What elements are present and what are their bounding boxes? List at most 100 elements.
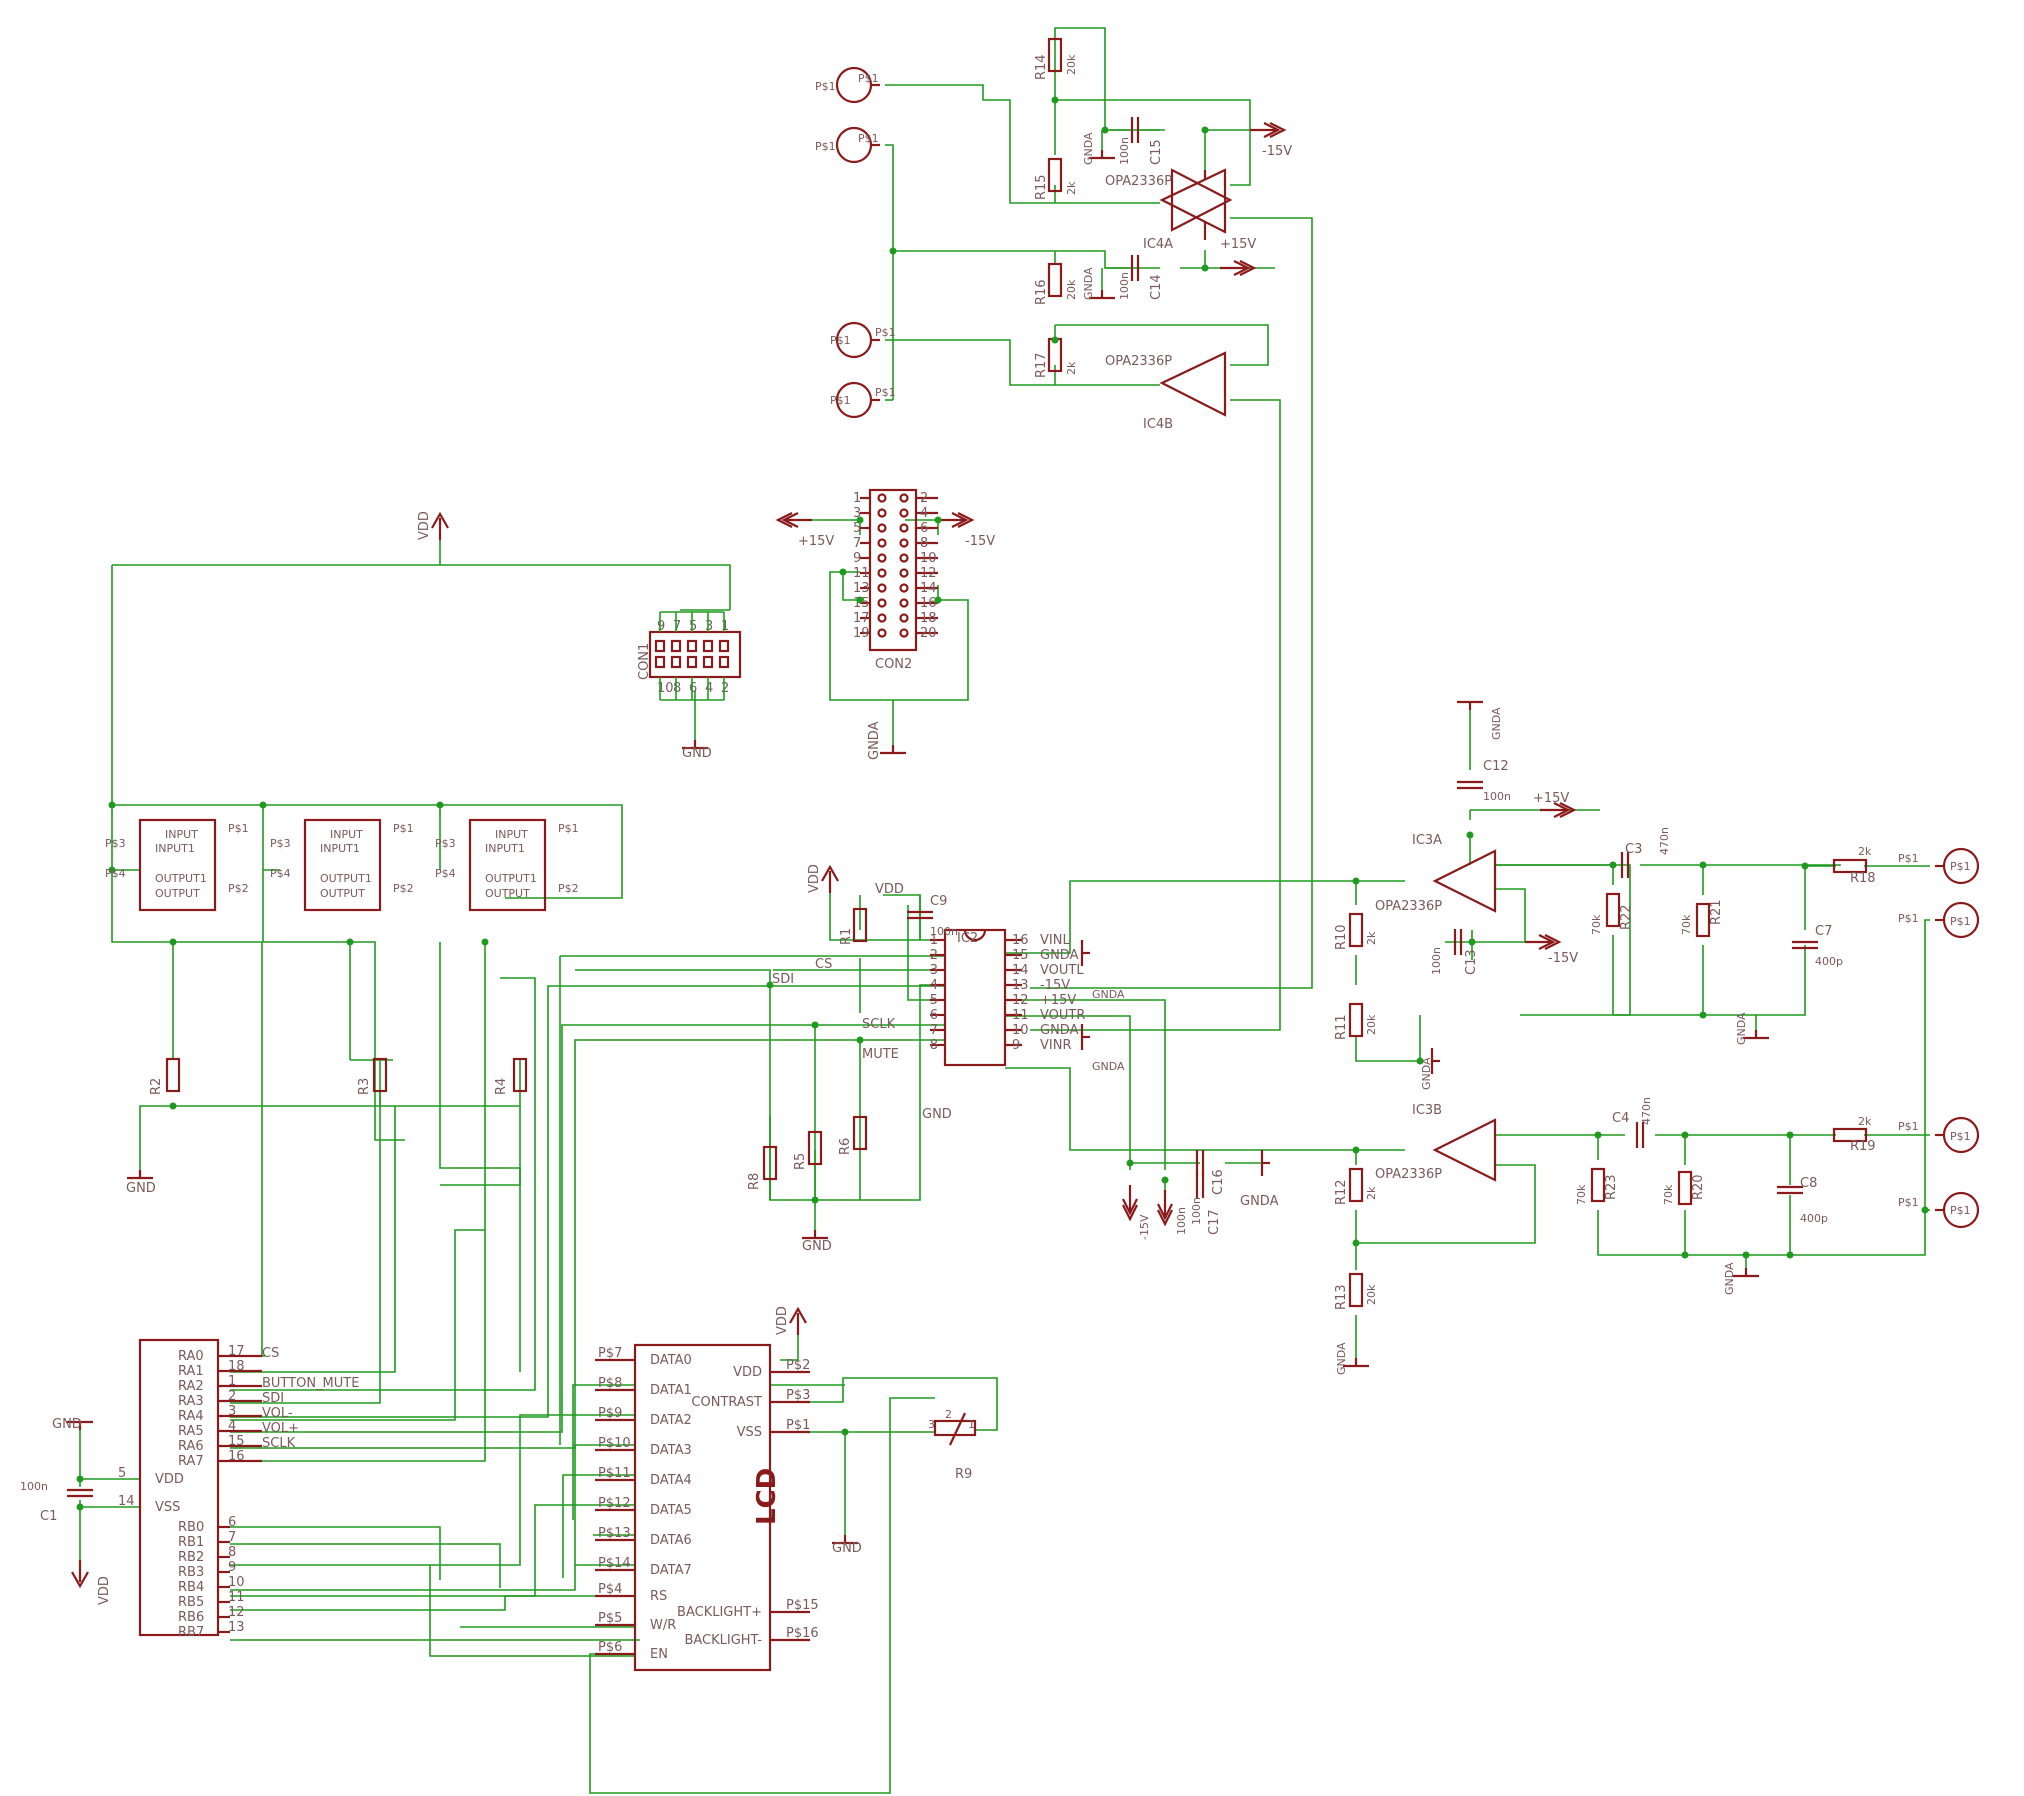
enc2-input: INPUT xyxy=(330,828,363,841)
con2-pin-2: 2 xyxy=(920,491,928,506)
con2-pin-20: 20 xyxy=(920,626,937,641)
mcu-pinnum-5: 5 xyxy=(118,1466,126,1481)
ic2-pinnum-12: 12 xyxy=(1012,993,1029,1008)
label-gnd-lcd: GND xyxy=(832,1541,862,1556)
value-c14: 100n xyxy=(1118,272,1131,300)
label-gnd-ic2: GND xyxy=(922,1107,952,1122)
label-c12: C12 xyxy=(1483,759,1509,774)
lcd-pin-data1: DATA1 xyxy=(650,1383,692,1398)
ic2-pin-gnda: GNDA xyxy=(1040,948,1079,963)
lcd-pad-p2: P$2 xyxy=(786,1358,810,1373)
vdd-symbol-con1 xyxy=(430,512,450,542)
resistor-r12 xyxy=(1348,1167,1364,1203)
ic2-pin-2: 2 xyxy=(930,948,938,963)
mcu-pin-ra5: RA5 xyxy=(178,1424,204,1439)
con2-pin-8: 8 xyxy=(920,536,928,551)
label-c15: C15 xyxy=(1149,139,1164,165)
value-r19: 2k xyxy=(1858,1115,1872,1128)
label-vdd-mcu: VDD xyxy=(97,1576,112,1605)
r9-pin-1: 1 xyxy=(968,1418,975,1431)
value-r20: 70k xyxy=(1662,1184,1675,1205)
label-c3: C3 xyxy=(1625,842,1642,857)
enc1-ps3: P$3 xyxy=(105,837,126,850)
label-gnda-2: GNDA xyxy=(1082,267,1095,300)
label-p15-ic3: +15V xyxy=(1533,791,1569,806)
mcu-pinnum-13: 13 xyxy=(228,1620,245,1635)
label-opa-3: OPA2336P xyxy=(1375,899,1442,914)
label-r14: R14 xyxy=(1034,54,1049,80)
label-r20: R20 xyxy=(1691,1174,1706,1200)
con1-pin-7: 7 xyxy=(673,619,681,634)
label-r4: R4 xyxy=(494,1078,509,1095)
con2-body xyxy=(868,488,918,652)
ic2-pin-15v: -15V xyxy=(1040,978,1070,993)
value-c16: 100n xyxy=(1190,1197,1203,1225)
label-p15-top: +15V xyxy=(1220,237,1256,252)
label-gnda-r13: GNDA xyxy=(1335,1342,1348,1375)
enc1-ps2: P$2 xyxy=(228,882,249,895)
lcd-pin-data4: DATA4 xyxy=(650,1473,692,1488)
mcu-pinnum-8: 8 xyxy=(228,1545,236,1560)
label-gnda-ic3a: GNDA xyxy=(1420,1057,1433,1090)
con2-pin-18: 18 xyxy=(920,611,937,626)
lcd-pin-contrast: CONTRAST xyxy=(691,1395,762,1410)
mcu-pin-rb3: RB3 xyxy=(178,1565,204,1580)
label-r3: R3 xyxy=(357,1078,372,1095)
label-gnda-r21: GNDA xyxy=(1735,1012,1748,1045)
mcu-pinnum-1: 1 xyxy=(228,1374,236,1389)
enc1-output: OUTPUT xyxy=(155,887,200,900)
label-gnda-c16: GNDA xyxy=(1240,1194,1279,1209)
con1-pin-8: 8 xyxy=(673,681,681,696)
mcu-body xyxy=(138,1338,220,1637)
con2-pin-19: 19 xyxy=(853,626,870,641)
enc3-input1: INPUT1 xyxy=(485,842,525,855)
con1-pin-10: 10 xyxy=(657,681,674,696)
enc1-input1: INPUT1 xyxy=(155,842,195,855)
label-pad-ps1-a: P$1 xyxy=(1950,860,1971,873)
enc1-input: INPUT xyxy=(165,828,198,841)
ic2-pin-7: 7 xyxy=(930,1023,938,1038)
label-c8: C8 xyxy=(1800,1176,1817,1191)
label-c13: C13 xyxy=(1464,949,1479,975)
label-out-ps1-a: P$1 xyxy=(1898,852,1919,865)
resistor-r11 xyxy=(1348,1002,1364,1038)
ic2-pin-voutl: VOUTL xyxy=(1040,963,1084,978)
label-r5: R5 xyxy=(793,1153,808,1170)
capacitor-c1 xyxy=(65,1488,95,1498)
mcu-pin-ra3: RA3 xyxy=(178,1394,204,1409)
label-gnda-ic2a: GNDA xyxy=(1092,988,1125,1001)
label-r17: R17 xyxy=(1034,352,1049,378)
enc2-input1: INPUT1 xyxy=(320,842,360,855)
value-c13: 100n xyxy=(1430,947,1443,975)
label-r16: R16 xyxy=(1034,279,1049,305)
lcd-pad-p9: P$9 xyxy=(598,1406,622,1421)
opamp-ic4a xyxy=(1170,168,1233,232)
resistor-r2 xyxy=(165,1057,181,1093)
mcu-pin-rb0: RB0 xyxy=(178,1520,204,1535)
ic2-pin-vinr: VINR xyxy=(1040,1038,1071,1053)
lcd-pin-backlight-: BACKLIGHT- xyxy=(684,1633,762,1648)
lcd-pins: DATA0P$7DATA1P$8DATA2P$9DATA3P$10DATA4P$… xyxy=(595,1346,819,1662)
ic2-pinnum-13: 13 xyxy=(1012,978,1029,993)
con2-pin-9: 9 xyxy=(853,551,861,566)
ic2-pinnum-11: 11 xyxy=(1012,1008,1029,1023)
lcd-pad-p5: P$5 xyxy=(598,1611,622,1626)
enc1-ps1: P$1 xyxy=(228,822,249,835)
mcu-pinnum-7: 7 xyxy=(228,1530,236,1545)
label-sclk-net: SCLK xyxy=(862,1017,896,1032)
ic2-pin-3: 3 xyxy=(930,963,938,978)
enc2-ps3: P$3 xyxy=(270,837,291,850)
enc1-output1: OUTPUT1 xyxy=(155,872,207,885)
label-opa-4: OPA2336P xyxy=(1375,1167,1442,1182)
label-r15: R15 xyxy=(1034,174,1049,200)
arrow-m15-con2 xyxy=(936,511,974,529)
label-ic4a: IC4A xyxy=(1143,237,1173,252)
con2-pin-10: 10 xyxy=(920,551,937,566)
lcd-pad-p3: P$3 xyxy=(786,1388,810,1403)
label-ps1-g: P$1 xyxy=(830,394,851,407)
mcu-pin-ra6: RA6 xyxy=(178,1439,204,1454)
